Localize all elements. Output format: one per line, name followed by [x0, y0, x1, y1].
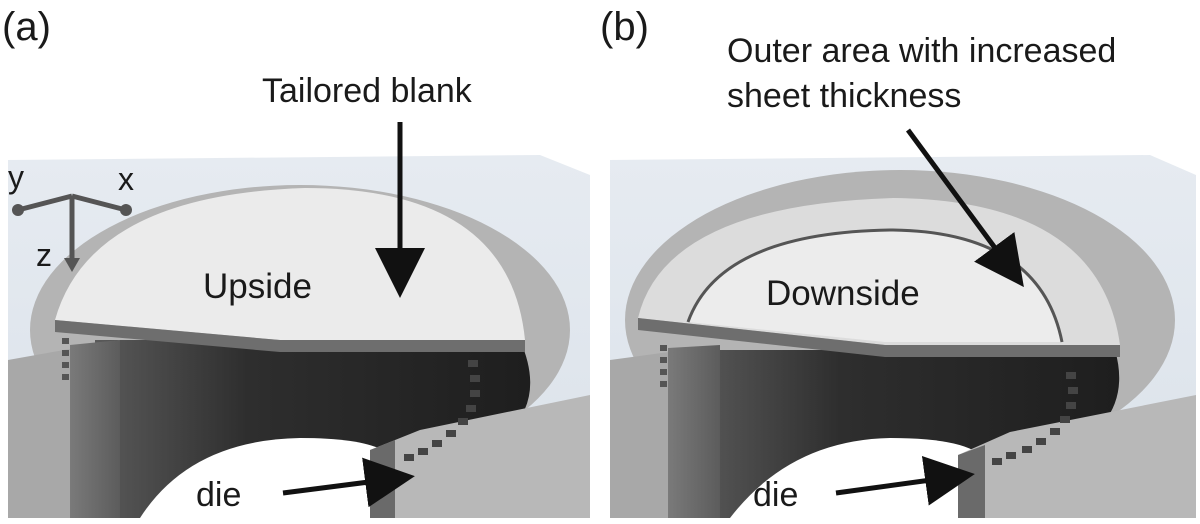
axis-z-label: z: [36, 237, 52, 273]
panel-b-die-label: die: [753, 476, 798, 514]
panel-b-surface-label: Downside: [766, 274, 920, 313]
panel-a-die-block: [370, 395, 590, 518]
axis-x-label: x: [118, 161, 134, 197]
panel-a-die-hole: [140, 438, 395, 518]
panel-a-surface-label: Upside: [203, 267, 312, 306]
panel-b: (b): [600, 5, 1196, 518]
panel-a-die-label: die: [196, 476, 241, 514]
panel-b-blank-inner: [688, 230, 1062, 342]
panel-b-callout-arrow: [905, 128, 1024, 288]
panel-b-die-block: [958, 395, 1196, 518]
panel-b-scene: [610, 155, 1196, 518]
panel-a-scene: [8, 155, 590, 518]
panel-a-blank: [55, 188, 525, 340]
panel-a-callout-line-1: Tailored blank: [262, 72, 473, 110]
panel-b-callout-line-1: Outer area with increased: [727, 32, 1116, 70]
panel-a-die-arrow: [282, 457, 415, 508]
panel-b-callout-line-2: sheet thickness: [727, 77, 961, 115]
panel-a: (a): [2, 5, 590, 518]
panel-b-teeth: [992, 372, 1078, 465]
panel-a-teeth: [404, 360, 480, 461]
panel-b-die-arrow: [835, 455, 975, 506]
panel-b-die-hole: [730, 438, 985, 518]
panel-a-letter: (a): [2, 5, 51, 49]
panel-a-axes: y x z: [8, 159, 134, 273]
panel-b-letter: (b): [600, 5, 649, 49]
axis-y-label: y: [8, 159, 24, 195]
